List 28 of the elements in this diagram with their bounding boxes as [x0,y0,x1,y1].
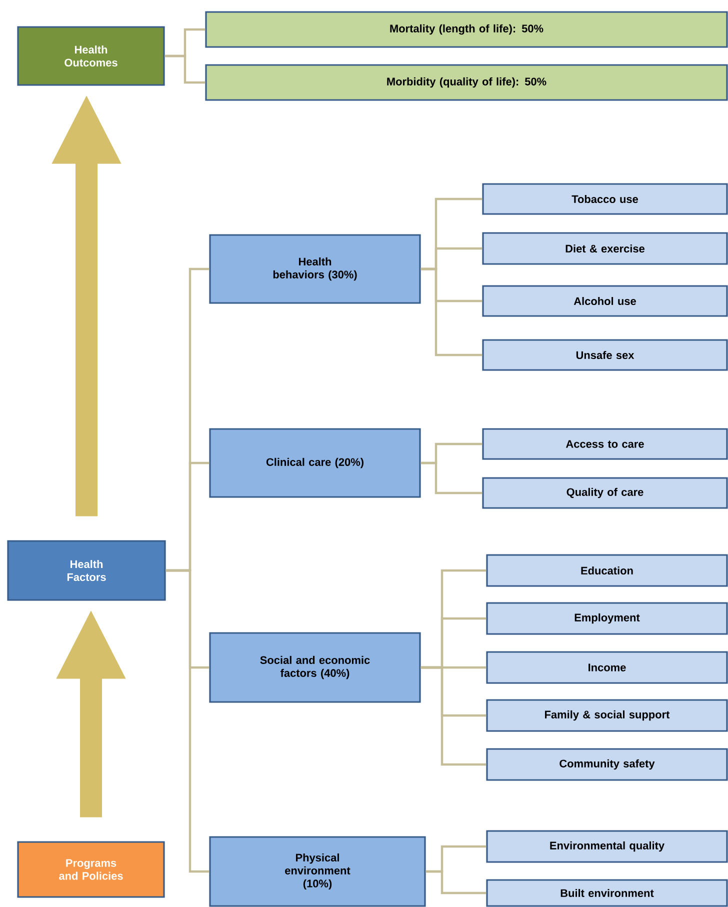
subfactor-box: Diet & exercise [482,232,728,265]
subfactor-box: Built environment [486,879,728,907]
factor-box: Physical environment (10%) [209,836,426,907]
subfactor-box: Community safety [486,748,728,781]
measure-box: Morbidity (quality of life): 50% [205,64,728,101]
subfactor-box: Employment [486,602,728,635]
subfactor-box: Income [486,651,728,684]
connector-line [420,666,486,766]
connector-line [420,462,482,494]
factor-box: Clinical care (20%) [209,428,421,498]
subfactor-box: Quality of care [482,477,728,509]
programs-box: Programs and Policies [17,841,165,898]
connector-line [164,54,206,84]
connector-line [420,268,482,356]
factors-box: Health Factors [7,540,166,601]
connector-line [166,569,210,873]
factor-box: Health behaviors (30%) [209,234,421,304]
measure-box: Mortality (length of life): 50% [205,11,728,48]
factor-box: Social and economic factors (40%) [209,632,421,703]
connector-line [426,870,486,894]
subfactor-box: Environmental quality [486,830,728,863]
subfactor-box: Tobacco use [482,183,728,215]
outcome-box: Health Outcomes [17,26,165,86]
subfactor-box: Education [486,554,728,587]
subfactor-box: Unsafe sex [482,339,728,371]
subfactor-box: Family & social support [486,699,728,732]
subfactor-box: Alcohol use [482,285,728,317]
subfactor-box: Access to care [482,428,728,460]
